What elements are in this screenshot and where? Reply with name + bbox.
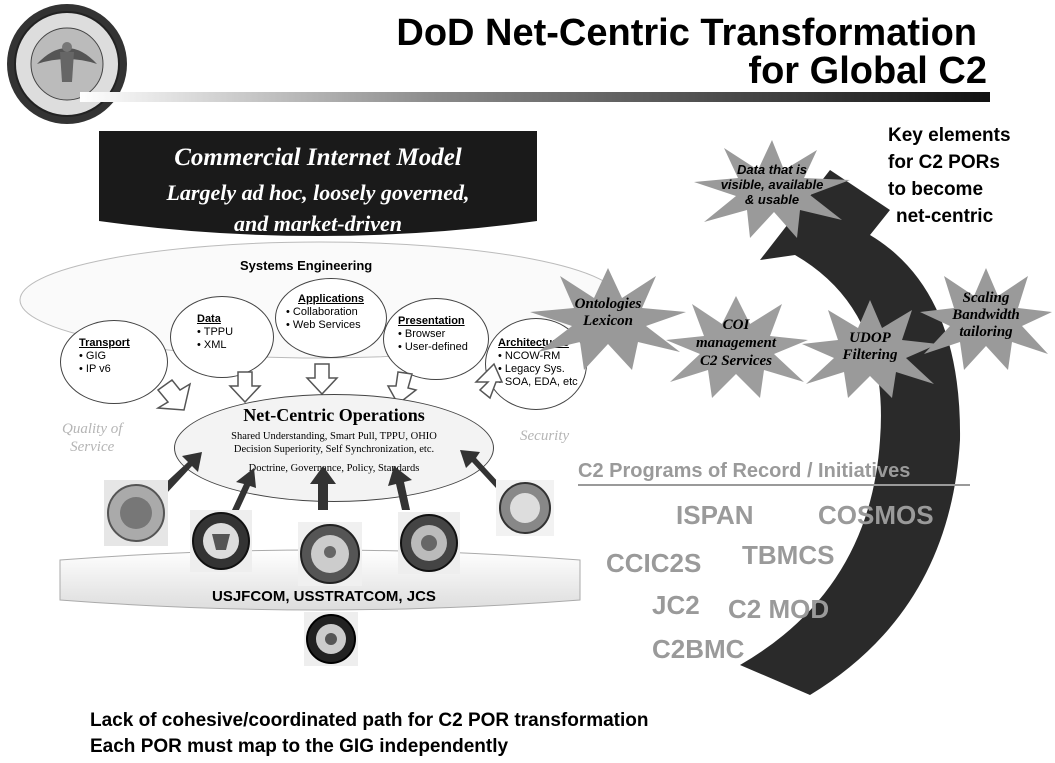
title-line-2: for Global C2 (748, 50, 987, 92)
title-line-1: DoD Net-Centric Transformation (396, 12, 977, 54)
navy-seal-icon (190, 510, 252, 572)
commercial-banner-shape (99, 131, 537, 236)
por-heading-underline (578, 484, 970, 486)
army-seal-icon (104, 480, 168, 546)
applications-item: • Web Services (286, 319, 361, 331)
nco-line-2: Decision Superiority, Self Synchronizati… (233, 444, 435, 455)
commercial-banner-line-1: Commercial Internet Model (174, 144, 462, 171)
transport-item: • IP v6 (79, 363, 111, 375)
quality-of-service-label: Quality of Service (62, 421, 123, 455)
star-data-visible (694, 140, 850, 238)
por-item-jc2: JC2 (652, 590, 700, 620)
nco-line-1: Shared Understanding, Smart Pull, TPPU, … (231, 431, 437, 442)
jcs-seal-icon (304, 612, 358, 666)
applications-item: • Collaboration (286, 306, 358, 318)
star-udop (802, 300, 938, 398)
por-item-c2bmc: C2BMC (652, 634, 745, 664)
por-item-ccic2s: CCIC2S (606, 548, 702, 578)
architectures-item: • Legacy Sys. (498, 363, 565, 375)
data-title: Data (197, 313, 221, 325)
dark-arrows (160, 450, 500, 512)
key-elements-text: Key elements for C2 PORs to become net-c… (888, 125, 1011, 227)
bottom-line-1: Lack of cohesive/coordinated path for C2… (90, 710, 649, 731)
bottom-line-2: Each POR must map to the GIG independent… (90, 736, 509, 757)
data-item: • TPPU (197, 326, 234, 338)
architectures-item: • NCOW-RM (498, 350, 561, 362)
nco-line-3: Doctrine, Governance, Policy, Standards (248, 463, 420, 474)
star-scaling (920, 268, 1052, 370)
joint-commands-label: USJFCOM, USSTRATCOM, JCS (212, 588, 436, 605)
star-ontologies (530, 268, 686, 370)
transport-item: • GIG (79, 350, 107, 362)
big-curved-arrow (740, 170, 961, 695)
applications-box: Applications • Collaboration • Web Servi… (275, 278, 387, 358)
applications-title: Applications (298, 293, 365, 305)
presentation-item: • Browser (398, 328, 446, 340)
star-coi (666, 296, 808, 398)
transport-box: Transport • GIG • IP v6 (60, 320, 168, 404)
marine-corps-seal-icon (398, 512, 460, 574)
por-item-cosmos: COSMOS (818, 500, 934, 530)
air-force-seal-icon (298, 522, 362, 586)
security-label: Security (520, 428, 570, 444)
commercial-banner-line-3: and market-driven (233, 211, 403, 236)
por-item-ispan: ISPAN (676, 500, 754, 530)
transport-title: Transport (79, 337, 130, 349)
por-item-tbmcs: TBMCS (742, 540, 835, 570)
por-heading: C2 Programs of Record / Initiatives (578, 460, 911, 482)
presentation-title: Presentation (398, 315, 465, 327)
presentation-box: Presentation • Browser • User-defined (383, 298, 489, 380)
data-box: Data • TPPU • XML (170, 296, 274, 378)
systems-engineering-label: Systems Engineering (240, 258, 373, 273)
coast-guard-seal-icon (496, 480, 554, 536)
presentation-item: • User-defined (398, 341, 468, 353)
hollow-arrows (155, 362, 504, 411)
nco-title: Net-Centric Operations (243, 405, 425, 425)
data-item: • XML (197, 339, 227, 351)
por-item-c2mod: C2 MOD (728, 594, 830, 624)
dod-seal-logo (7, 4, 127, 124)
title-underline-bar (80, 92, 990, 102)
commercial-banner-line-2: Largely ad hoc, loosely governed, (166, 180, 470, 205)
